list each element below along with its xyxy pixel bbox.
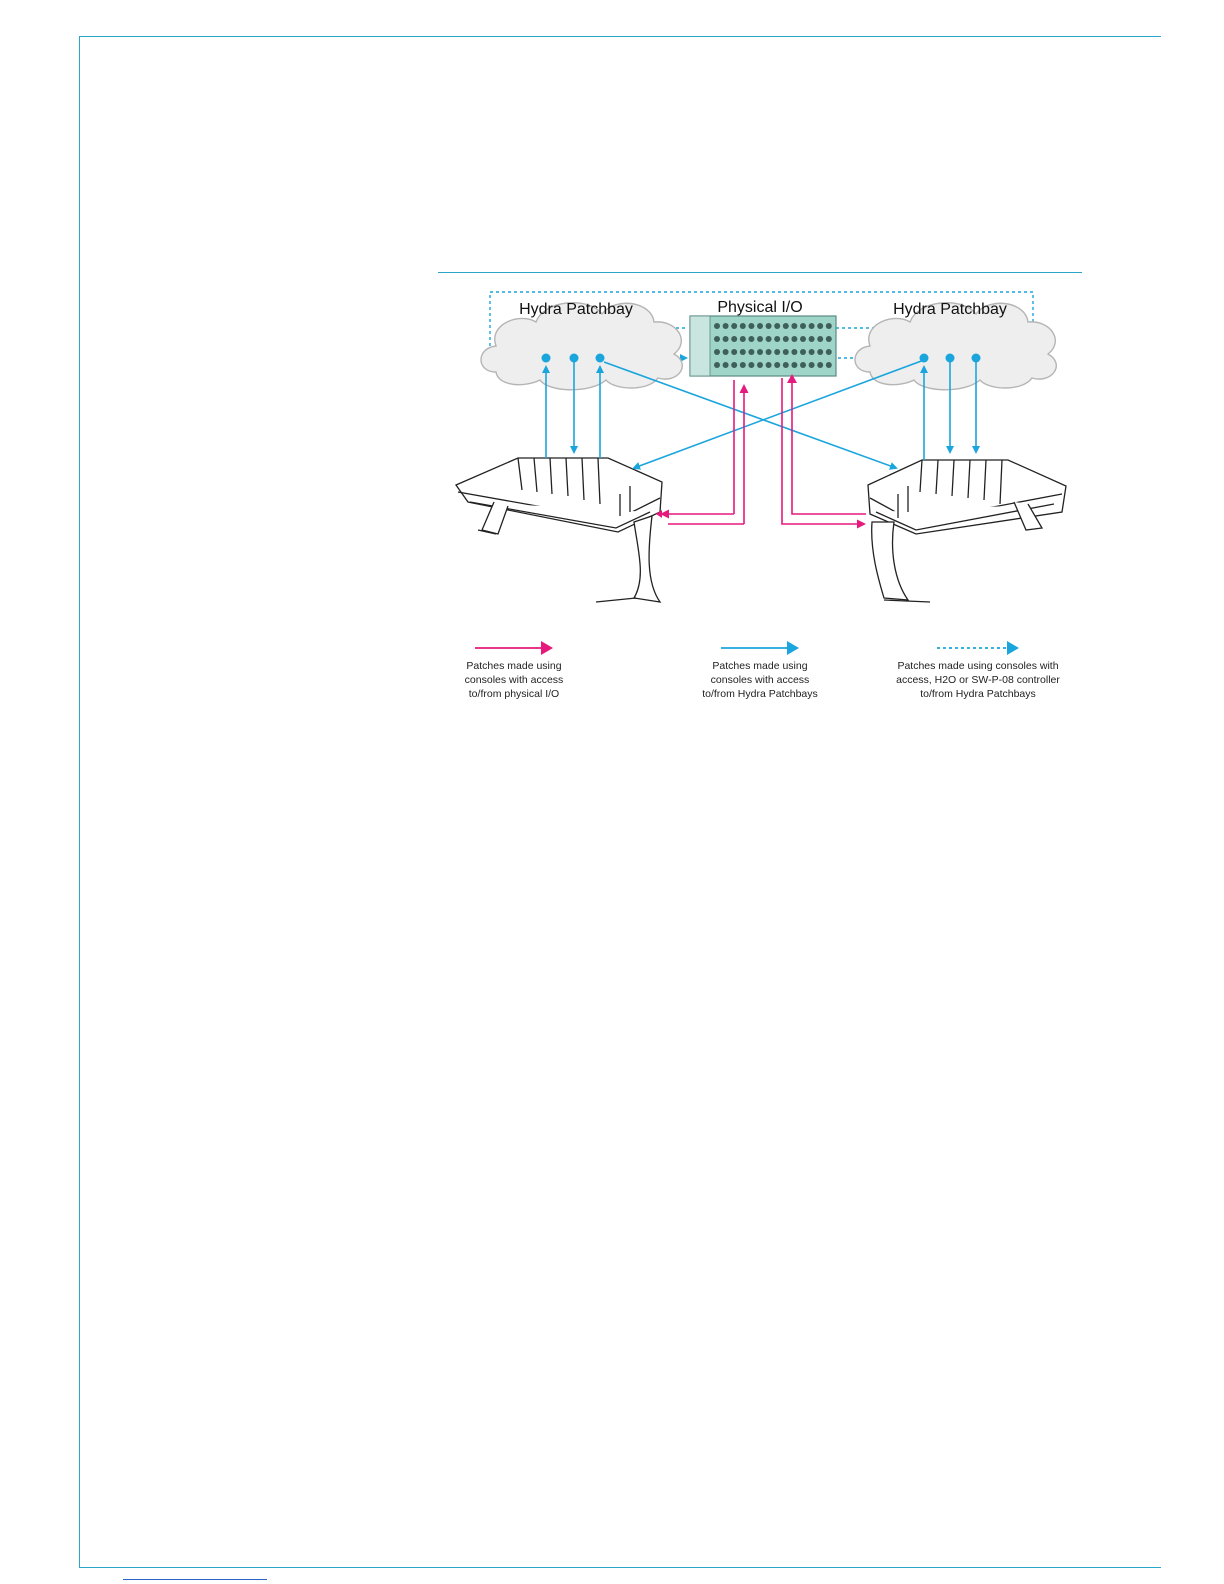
diagram-legend: Patches made using consoles with access to… xyxy=(465,641,1061,700)
rack-socket xyxy=(766,323,772,329)
rack-socket xyxy=(714,349,720,355)
legend-text: access, H2O or SW-P-08 controller xyxy=(896,674,1060,686)
page-frame-left xyxy=(79,36,80,1568)
legend-text: to/from Hydra Patchbays xyxy=(702,688,818,700)
hydra-patching-diagram: Hydra Patchbay Physical I/O Hydra Patchb… xyxy=(438,280,1082,710)
patchbay-left-label: Hydra Patchbay xyxy=(519,301,633,318)
legend-arrowhead xyxy=(787,641,799,655)
rack-socket xyxy=(791,349,797,355)
legend-arrowhead xyxy=(541,641,553,655)
rack-socket xyxy=(723,323,729,329)
rack-socket xyxy=(766,362,772,368)
rack-socket xyxy=(826,336,832,342)
rack-socket xyxy=(714,323,720,329)
rack-socket xyxy=(740,336,746,342)
rack-socket xyxy=(774,323,780,329)
legend-item: Patches made using consoles with access to… xyxy=(702,641,818,700)
rack-socket xyxy=(826,362,832,368)
rack-socket xyxy=(731,323,737,329)
rack-socket xyxy=(748,323,754,329)
rack-socket xyxy=(731,336,737,342)
rack-socket xyxy=(774,336,780,342)
rack-socket xyxy=(714,362,720,368)
rack-socket xyxy=(783,323,789,329)
rack-socket xyxy=(817,362,823,368)
legend-item: Patches made using consoles with access, … xyxy=(896,641,1060,700)
rack-socket xyxy=(809,336,815,342)
page-frame-top xyxy=(79,36,1161,37)
rack-socket xyxy=(826,349,832,355)
legend-item: Patches made using consoles with access to… xyxy=(465,641,564,700)
rack-socket xyxy=(809,362,815,368)
legend-arrowhead xyxy=(1007,641,1019,655)
footer-link-underline xyxy=(123,1579,267,1580)
rack-socket xyxy=(783,336,789,342)
physical-patch-lines xyxy=(656,374,866,524)
rack-socket xyxy=(757,349,763,355)
rack-socket xyxy=(740,349,746,355)
rack-socket xyxy=(817,336,823,342)
console-left xyxy=(456,458,662,602)
rack-socket xyxy=(748,336,754,342)
rack-socket xyxy=(723,362,729,368)
rack-socket xyxy=(748,349,754,355)
rack-socket xyxy=(748,362,754,368)
legend-text: Patches made using xyxy=(466,660,561,672)
rack-socket xyxy=(809,349,815,355)
rack-socket xyxy=(714,336,720,342)
rack-socket xyxy=(791,336,797,342)
rack-socket xyxy=(766,349,772,355)
page-frame-bottom xyxy=(79,1567,1161,1568)
rack-socket xyxy=(791,323,797,329)
legend-text: Patches made using xyxy=(712,660,807,672)
legend-text: to/from Hydra Patchbays xyxy=(920,688,1036,700)
figure-top-rule xyxy=(438,272,1082,273)
rack-socket xyxy=(774,349,780,355)
rack-socket xyxy=(774,362,780,368)
rack-socket xyxy=(757,362,763,368)
rack-socket xyxy=(817,349,823,355)
physical-io-rack xyxy=(690,316,836,376)
rack-socket xyxy=(766,336,772,342)
rack-socket xyxy=(740,362,746,368)
rack-socket xyxy=(723,349,729,355)
rack-socket xyxy=(791,362,797,368)
physical-io-label: Physical I/O xyxy=(717,299,802,316)
rack-socket xyxy=(800,362,806,368)
rack-socket xyxy=(740,323,746,329)
rack-socket xyxy=(757,336,763,342)
legend-text: to/from physical I/O xyxy=(469,688,559,700)
rack-socket xyxy=(783,349,789,355)
rack-socket xyxy=(800,323,806,329)
rack-socket xyxy=(757,323,763,329)
rack-socket xyxy=(800,349,806,355)
rack-socket xyxy=(817,323,823,329)
legend-text: consoles with access xyxy=(711,674,810,686)
rack-socket xyxy=(783,362,789,368)
console-right xyxy=(868,460,1066,602)
rack-socket xyxy=(826,323,832,329)
rack-socket xyxy=(809,323,815,329)
rack-socket xyxy=(731,362,737,368)
rack-socket xyxy=(731,349,737,355)
rack-socket xyxy=(800,336,806,342)
legend-text: consoles with access xyxy=(465,674,564,686)
patchbay-right-label: Hydra Patchbay xyxy=(893,301,1007,318)
rack-socket xyxy=(723,336,729,342)
legend-text: Patches made using consoles with xyxy=(897,660,1058,672)
